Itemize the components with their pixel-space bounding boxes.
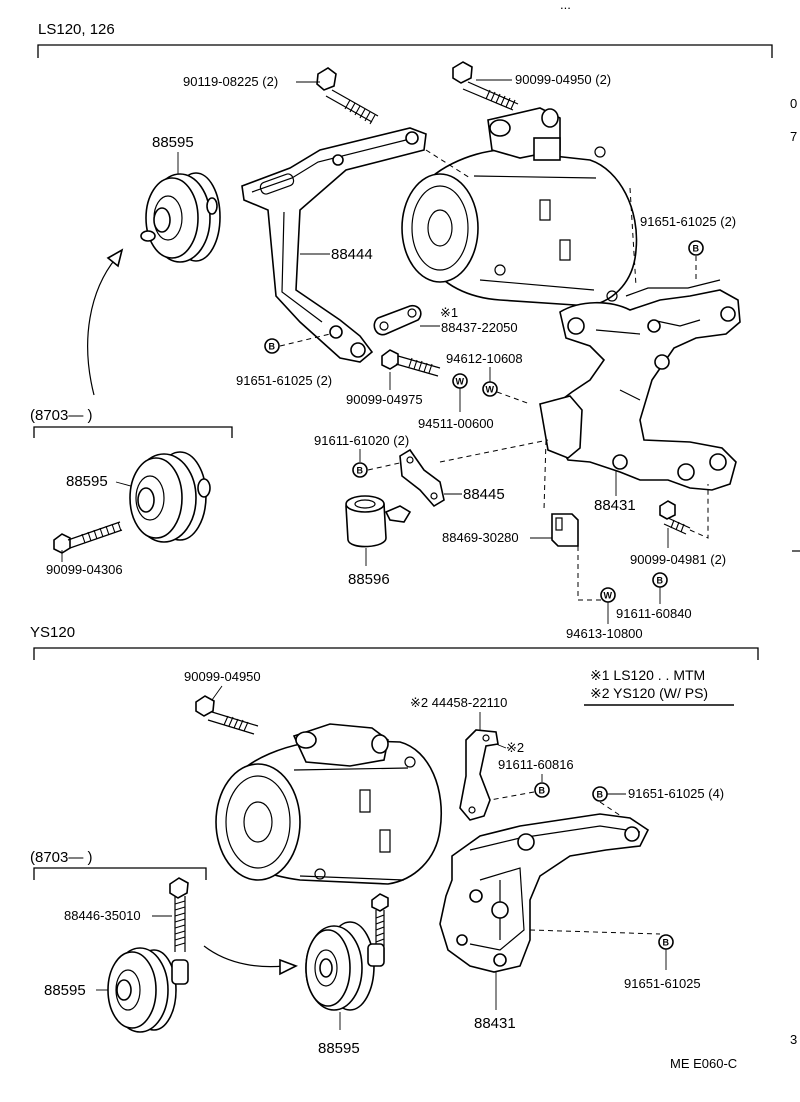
svg-text:W: W <box>604 591 613 601</box>
bolt-symbol-5 <box>534 782 550 798</box>
lbl-91611-60840: 91611-60840 <box>616 606 692 621</box>
bracket-88444 <box>241 127 427 363</box>
compressor-bottom <box>215 723 442 885</box>
lbl-88469-30280: 88469-30280 <box>442 530 519 545</box>
svg-text:B: B <box>357 466 364 476</box>
bracket-88431-top <box>539 279 741 491</box>
lbl-88595-bottom-right: 88595 <box>318 1040 360 1057</box>
date-range-top: (8703— ) <box>30 407 93 424</box>
lbl-94511-00600: 94511-00600 <box>418 416 494 431</box>
section-frame-top <box>37 44 773 58</box>
lbl-91611-61020: 91611-61020 (2) <box>314 433 409 448</box>
lbl-91651-61025-left: 91651-61025 (2) <box>236 373 332 388</box>
pulley-88595-bottom-left <box>107 947 189 1033</box>
bracket-88431-bottom <box>439 813 650 973</box>
lbl-88596: 88596 <box>348 571 390 588</box>
svg-text:W: W <box>456 377 465 387</box>
lbl-90099-04975: 90099-04975 <box>346 392 423 407</box>
bolt-symbol-2 <box>264 338 280 354</box>
lbl-88431-top: 88431 <box>594 497 636 514</box>
lbl-88595-top: 88595 <box>152 134 194 151</box>
plate-88437-22050 <box>373 304 422 336</box>
bolt-symbol-1 <box>688 240 704 256</box>
edge-mark-3: 3 <box>790 1032 797 1047</box>
lbl-90099-04981: 90099-04981 (2) <box>630 552 726 567</box>
svg-text:W: W <box>486 385 495 395</box>
lbl-91651-61025-right: 91651-61025 (2) <box>640 214 736 229</box>
svg-text:B: B <box>693 244 700 254</box>
note-2: ※2 YS120 (W/ PS) <box>590 685 708 701</box>
svg-text:B: B <box>269 342 276 352</box>
note-mark-1: ※1 <box>440 305 458 320</box>
lbl-94612-10608: 94612-10608 <box>446 351 523 366</box>
section-frame-bottom <box>33 647 759 660</box>
bolt-symbol-3 <box>352 462 368 478</box>
bolt-90099-04306 <box>53 521 123 554</box>
lbl-88431-bottom: 88431 <box>474 1015 516 1032</box>
clip-88469-30280 <box>551 513 579 547</box>
bolt-90099-04950 <box>452 61 519 111</box>
lbl-44458-22110: ※2 44458-22110 <box>410 695 507 710</box>
lbl-88444: 88444 <box>331 246 373 263</box>
date-frame-top <box>33 426 233 438</box>
note-mark-2: ※2 <box>506 740 524 755</box>
lbl-91651-61025-4: 91651-61025 (4) <box>628 786 724 801</box>
compressor-top <box>401 107 638 307</box>
section-title-top: LS120, 126 <box>38 21 115 38</box>
bolt-90099-04950-bottom <box>195 695 259 735</box>
lbl-88446-35010: 88446-35010 <box>64 908 141 923</box>
section-title-bottom: YS120 <box>30 624 75 641</box>
notes-legend: ※1 LS120 . . MTM ※2 YS120 (W/ PS) <box>584 667 734 706</box>
bolt-90099-04975 <box>381 349 441 377</box>
note-1: ※1 LS120 . . MTM <box>590 667 705 683</box>
lbl-88445: 88445 <box>463 486 505 503</box>
lbl-90099-04950-2: 90099-04950 (2) <box>515 72 611 87</box>
lbl-91611-60816: 91611-60816 <box>498 757 574 772</box>
lbl-88595-mid: 88595 <box>66 473 108 490</box>
arrow-curve-bottom <box>203 945 285 968</box>
pulley-88595-mid <box>129 451 211 543</box>
pulley-88595-top <box>140 172 221 263</box>
arrow-curve-top <box>87 257 117 396</box>
lbl-91651-61025-bottom: 91651-61025 <box>624 976 701 991</box>
date-frame-bottom <box>33 867 207 880</box>
svg-text:B: B <box>657 576 664 586</box>
washer-symbol-1 <box>482 381 498 397</box>
bolt-90119-08225 <box>316 67 379 125</box>
idler-88596 <box>345 495 412 548</box>
svg-text:B: B <box>539 786 546 796</box>
lbl-90119-08225: 90119-08225 (2) <box>183 74 278 89</box>
plate-88445 <box>399 448 445 508</box>
pulley-88595-bottom-right <box>305 893 389 1011</box>
svg-text:B: B <box>663 938 670 948</box>
lbl-88437-22050: 88437-22050 <box>441 320 518 335</box>
bolt-90099-04981 <box>659 500 691 535</box>
header-fragment: ... <box>560 0 571 12</box>
svg-text:B: B <box>597 790 604 800</box>
footer-code: ME E060-C <box>670 1056 737 1071</box>
lbl-90099-04306: 90099-04306 <box>46 562 123 577</box>
bracket-44458-22110 <box>459 729 499 821</box>
bolt-88446-35010 <box>169 877 189 952</box>
edge-mark-1: 0 <box>790 96 797 111</box>
date-range-bottom: (8703— ) <box>30 849 93 866</box>
lbl-94613-10800: 94613-10800 <box>566 626 643 641</box>
lbl-90099-04950-bottom: 90099-04950 <box>184 669 261 684</box>
lbl-88595-bottom-left: 88595 <box>44 982 86 999</box>
edge-mark-2: 7 <box>790 129 797 144</box>
